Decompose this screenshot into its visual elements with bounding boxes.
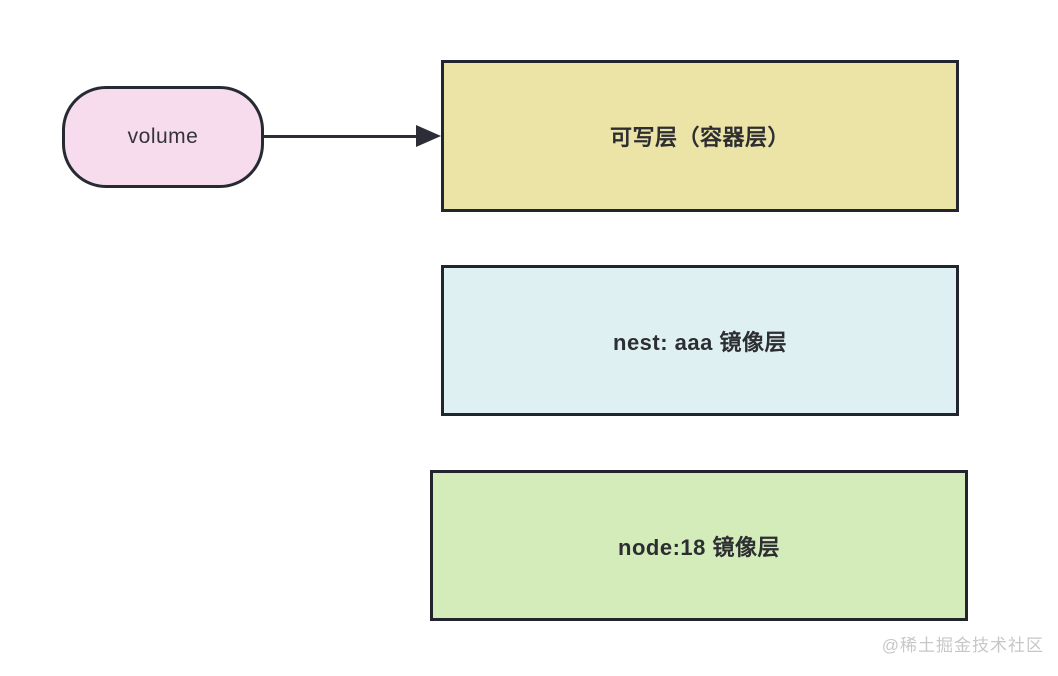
volume-label: volume [127, 125, 199, 148]
arrow-line [264, 135, 420, 138]
watermark: @稀土掘金技术社区 [881, 636, 1044, 655]
layer-label-writable: 可写层（容器层） [609, 125, 790, 150]
layer-label-node: node:18 镜像层 [618, 534, 780, 560]
volume-node: volume [62, 86, 264, 188]
layer-label-nest: nest: aaa 镜像层 [613, 329, 787, 355]
layer-box-node: node:18 镜像层 [430, 470, 968, 621]
arrow-head-icon [416, 125, 441, 147]
layer-box-writable: 可写层（容器层） [441, 60, 959, 212]
layer-box-nest: nest: aaa 镜像层 [441, 265, 959, 416]
